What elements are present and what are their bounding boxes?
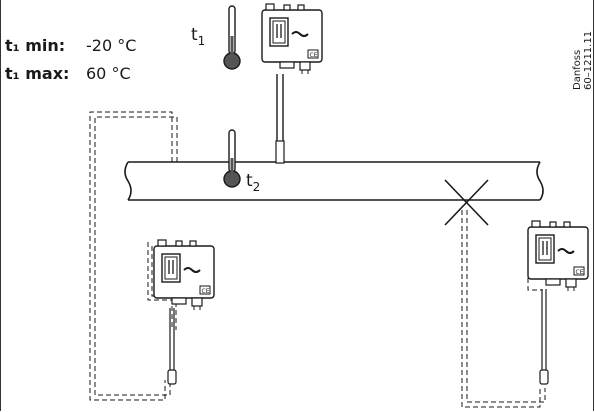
figure-code: Danfoss 60–1211.11 [572, 31, 594, 90]
drawing-number: 60–1211.11 [583, 31, 594, 90]
t1-max-value: 60 °C [86, 64, 131, 83]
pressure-switch-left [153, 239, 215, 385]
thermometer-icon [223, 5, 241, 70]
cross-icon [444, 179, 489, 226]
pressure-switch-right [527, 220, 589, 385]
temperature-specs: t₁ min: -20 °C t₁ max: 60 °C [5, 36, 136, 83]
pressure-switch-top [261, 3, 323, 164]
capillary-right [461, 210, 546, 408]
company-name: Danfoss [572, 50, 583, 90]
t1-min-label: t₁ min: [5, 36, 65, 55]
thermometer-icon [223, 129, 241, 188]
t1-max-label: t₁ max: [5, 64, 69, 83]
t1-label: t1 [191, 25, 205, 48]
t2-label: t2 [246, 171, 260, 194]
capillary-left [89, 111, 178, 401]
pipe [124, 161, 544, 201]
t1-min-value: -20 °C [86, 36, 136, 55]
